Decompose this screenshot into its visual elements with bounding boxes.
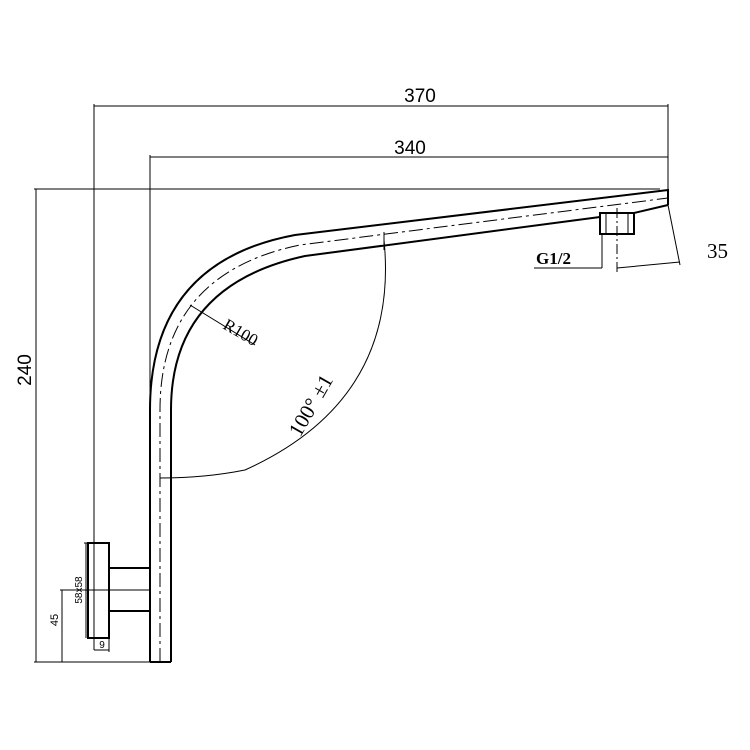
- arm-outer-contour: [149, 188, 669, 662]
- dimension-label-overall-height: 240: [15, 354, 36, 386]
- flange-mount-height-label: 45: [49, 614, 61, 626]
- dimension-340: 340: [149, 138, 669, 400]
- dimension-label-overall-length: 370: [404, 86, 436, 107]
- dimension-370: 370: [93, 86, 669, 650]
- angle-arc: [159, 239, 386, 479]
- dimension-240: 240: [15, 188, 660, 663]
- thread-outlet-fitting: [599, 208, 635, 272]
- thread-label: G1/2: [536, 249, 571, 268]
- angle-dimension: 100° ±1: [159, 232, 386, 479]
- dimension-label-arm-length: 340: [394, 138, 426, 159]
- radius-callout: R100: [189, 304, 261, 350]
- arm-centerline: [159, 197, 669, 662]
- shower-arm-body: [149, 188, 669, 663]
- dimension-label-outlet-offset: 35: [707, 239, 728, 263]
- arm-inner-contour: [170, 216, 601, 662]
- dimension-35: 35: [616, 204, 728, 269]
- extension-line: [667, 204, 681, 266]
- leader-line: [189, 304, 256, 346]
- dimension-line: [616, 261, 681, 269]
- thread-callout: G1/2: [534, 234, 603, 269]
- arm-outlet-end: [633, 204, 669, 214]
- flange-thickness-label: 9: [99, 640, 105, 651]
- flange-dimensions: 58x58 45 9: [49, 542, 110, 662]
